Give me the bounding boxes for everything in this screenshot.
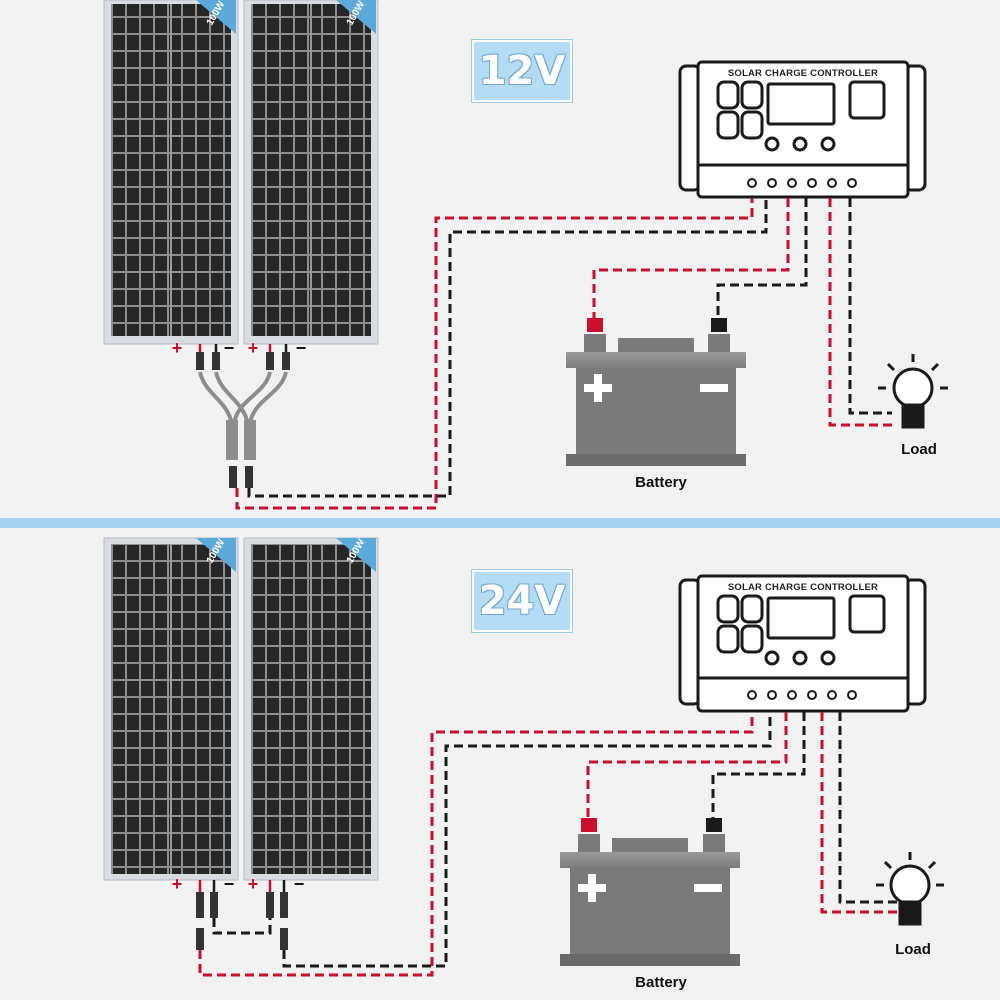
panel-pair-12v	[103, 0, 379, 345]
voltage-label-24v: 24V	[472, 570, 572, 632]
battery-24v	[560, 818, 740, 966]
solar-panel-12v-right	[243, 0, 379, 345]
panel-terminals-12v	[196, 344, 290, 370]
battery-12v	[566, 318, 746, 466]
negative-symbol: −	[295, 338, 307, 358]
solar-panel-24v-left	[103, 537, 239, 881]
solar-panel-24v-right	[243, 537, 379, 881]
solar-panel-12v-left	[103, 0, 239, 345]
y-branch-connector	[198, 371, 288, 488]
positive-symbol: +	[171, 874, 183, 894]
positive-symbol: +	[171, 338, 183, 358]
controller-24v	[678, 574, 927, 713]
panel-pair-24v	[103, 537, 379, 881]
wires-12v	[235, 198, 892, 510]
battery-label-24v: Battery	[635, 974, 687, 991]
load-bulb-24v	[876, 852, 944, 926]
positive-symbol: +	[247, 874, 259, 894]
battery-label-12v: Battery	[635, 474, 687, 491]
load-bulb-12v	[878, 354, 948, 429]
panel-terminals-24v	[196, 880, 288, 950]
wires-24v	[198, 712, 898, 977]
load-label-12v: Load	[901, 441, 937, 458]
negative-symbol: −	[223, 338, 235, 358]
negative-symbol: −	[223, 874, 235, 894]
section-divider	[0, 518, 1000, 528]
controller-12v	[678, 60, 927, 199]
negative-symbol: −	[293, 874, 305, 894]
positive-symbol: +	[247, 338, 259, 358]
controller-title-24v: SOLAR CHARGE CONTROLLER	[727, 582, 879, 593]
voltage-label-12v: 12V	[472, 40, 572, 102]
controller-title-12v: SOLAR CHARGE CONTROLLER	[727, 68, 879, 79]
load-label-24v: Load	[895, 941, 931, 958]
